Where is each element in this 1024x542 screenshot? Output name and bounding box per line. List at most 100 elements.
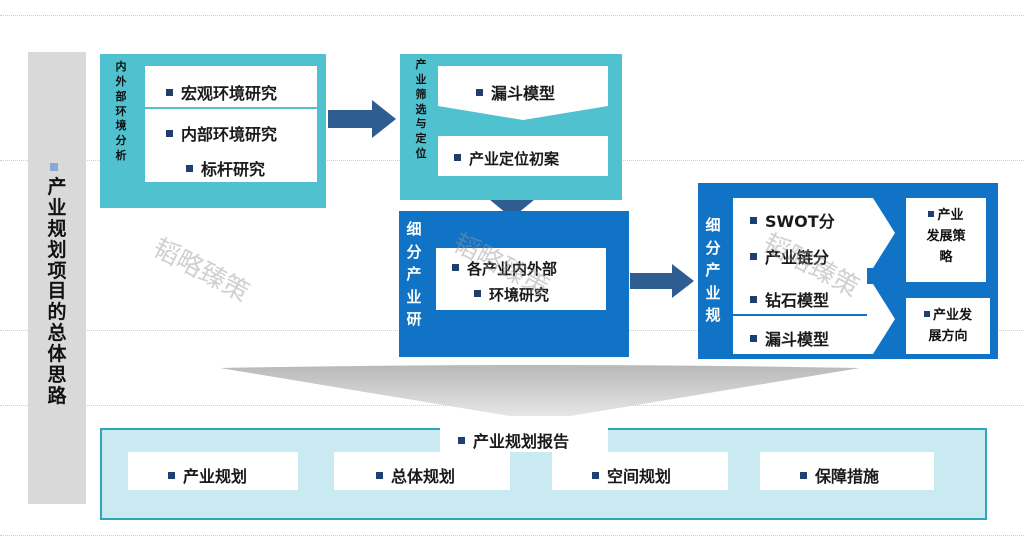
industry-selection-label-char: 选	[415, 102, 427, 116]
sub-industry-planning-label-char: 规	[705, 306, 721, 324]
env-analysis-label-char: 析	[115, 149, 127, 163]
sub-industry-planning-label-char: 分	[705, 238, 721, 257]
bullet-icon	[454, 154, 461, 161]
bullet-icon	[750, 217, 757, 224]
report-item-panel	[334, 452, 510, 490]
industry-selection-label-char: 产	[415, 58, 427, 71]
item-diamond-model: 钻石模型	[750, 287, 829, 311]
env-analysis-label-char: 部	[115, 89, 127, 103]
bullet-icon	[186, 165, 193, 172]
bullet-icon	[800, 472, 807, 479]
bullet-icon	[750, 253, 757, 260]
merge-arrow	[220, 365, 860, 416]
sub-industry-planning-label: 细分产业规	[702, 214, 724, 327]
chevron-right-icon	[867, 284, 895, 354]
bullet-icon	[458, 437, 465, 444]
sidebar-title-char: 产	[47, 176, 67, 198]
report-item-panel	[552, 452, 728, 490]
report-item-panel	[128, 452, 298, 490]
bullet-icon	[376, 472, 383, 479]
industry-selection-label-char: 定	[415, 132, 427, 146]
report-item-spatial: 空间规划	[592, 463, 671, 487]
sub-industry-research-panel	[436, 248, 606, 310]
sidebar-title-char: 总	[47, 322, 67, 345]
sub-industry-planning-label-char: 细	[705, 216, 721, 234]
env-analysis-label-char: 境	[115, 119, 127, 133]
env-analysis-label-char: 环	[115, 104, 127, 118]
industry-selection-label-char: 位	[415, 147, 427, 161]
report-item-industry: 产业规划	[168, 463, 247, 487]
item-positioning-draft: 产业定位初案	[454, 148, 559, 169]
sidebar-title-char: 思	[47, 364, 67, 387]
bullet-icon	[750, 296, 757, 303]
env-analysis-label-char: 外	[115, 74, 127, 88]
report-title: 产业规划报告	[458, 428, 569, 452]
env-analysis-label-char: 分	[115, 134, 127, 148]
report-item-overall: 总体规划	[376, 463, 455, 487]
sidebar-title-char: 体	[47, 343, 67, 366]
sidebar-title-char: 规	[47, 217, 67, 240]
sub-industry-planning-panel	[733, 198, 867, 354]
item-value-chain: 产业链分	[750, 244, 829, 268]
bullet-icon	[476, 89, 483, 96]
item-swot: SWOT分	[750, 208, 835, 232]
grid-line	[0, 15, 1024, 16]
positioning-panel	[438, 136, 608, 176]
sidebar-panel	[28, 52, 86, 504]
chevron-right-icon	[867, 198, 895, 268]
funnel-panel	[438, 66, 608, 120]
bullet-icon	[166, 130, 173, 137]
sidebar-bullet-icon	[50, 163, 58, 171]
bullet-icon	[452, 264, 459, 271]
bullet-icon	[474, 290, 481, 297]
output-strategy: 产业 发展策 略	[926, 208, 966, 265]
sub-industry-planning-label-char: 业	[705, 283, 721, 302]
sub-industry-research-label: 细分产业研	[403, 218, 425, 331]
arrow-right-icon	[630, 264, 694, 298]
item-industry-env: 各产业内外部	[452, 258, 557, 279]
report-title-panel	[440, 424, 608, 452]
env-analysis-label: 内外部环境分析	[110, 60, 132, 164]
report-item-panel	[760, 452, 934, 490]
env-analysis-panel	[145, 66, 317, 182]
output-strategy-panel	[906, 198, 986, 282]
item-macro-env: 宏观环境研究	[166, 80, 277, 104]
sub-industry-planning-label-char: 产	[705, 261, 721, 279]
item-benchmark: 标杆研究	[186, 156, 265, 180]
sub-industry-research-label-char: 细	[406, 220, 422, 238]
sidebar-title: 产业规划项目的总体思路	[40, 177, 74, 407]
industry-selection-label-char: 筛	[415, 87, 427, 101]
arrow-right-icon	[328, 100, 396, 138]
planning-divider	[733, 314, 867, 316]
item-internal-env: 内部环境研究	[166, 121, 277, 145]
sub-industry-research-label-char: 研	[406, 310, 422, 328]
item-env-research: 环境研究	[474, 284, 549, 305]
item-funnel-model: 漏斗模型	[476, 80, 555, 104]
bullet-icon	[166, 89, 173, 96]
industry-selection-label: 产业筛选与定位	[410, 58, 432, 162]
sidebar-title-char: 业	[47, 196, 67, 219]
sidebar-title-char: 路	[47, 384, 67, 407]
report-item-safeguard: 保障措施	[800, 463, 879, 487]
sub-industry-research-label-char: 业	[406, 287, 422, 306]
watermark: 韬略臻策	[147, 233, 254, 309]
output-direction-panel	[906, 298, 990, 354]
bullet-icon	[928, 210, 935, 217]
item-funnel-model-2: 漏斗模型	[750, 326, 829, 350]
output-direction: 产业发 展方向	[906, 306, 990, 348]
arrow-down-icon	[490, 200, 534, 218]
grid-line	[0, 535, 1024, 536]
env-analysis-divider	[145, 107, 317, 109]
industry-selection-label-char: 与	[415, 117, 427, 131]
sidebar-title-char: 目	[47, 280, 67, 303]
env-analysis-label-char: 内	[115, 60, 127, 73]
sidebar-title-char: 的	[47, 301, 67, 324]
bullet-icon	[592, 472, 599, 479]
bullet-icon	[750, 335, 757, 342]
sidebar-title-char: 划	[47, 238, 67, 261]
sidebar-title-char: 项	[47, 259, 67, 282]
bullet-icon	[168, 472, 175, 479]
sub-industry-research-label-char: 分	[406, 242, 422, 261]
sub-industry-research-label-char: 产	[406, 265, 422, 283]
industry-selection-label-char: 业	[415, 72, 427, 86]
